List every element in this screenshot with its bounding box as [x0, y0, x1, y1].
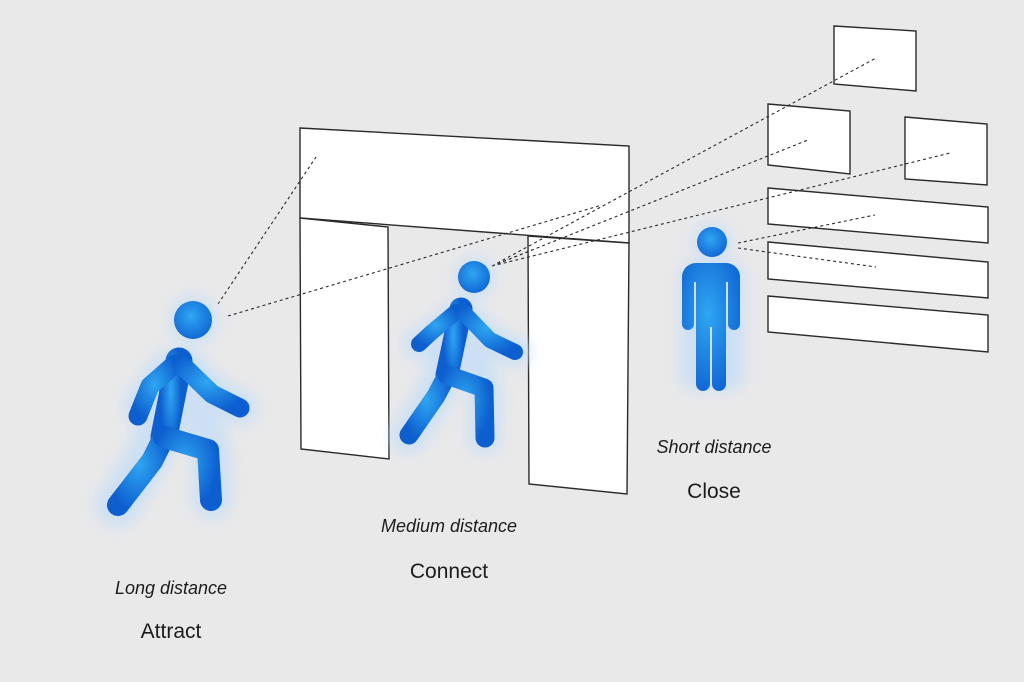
gate-right-column [527, 235, 630, 495]
short-distance-panel-1 [767, 187, 989, 244]
walking-person-icon [391, 257, 530, 454]
short-distance-panel-2 [767, 241, 989, 299]
gate-left-column [299, 217, 390, 460]
short-distance-sign-left [767, 103, 851, 175]
short-distance-panel-3 [767, 295, 989, 353]
walking-person-icon [96, 296, 257, 527]
short-distance-sign-top [833, 25, 917, 92]
sight-lines [217, 57, 951, 317]
close-label: Close [687, 480, 741, 503]
short-distance-label: Short distance [656, 437, 772, 457]
attract-label: Attract [140, 620, 202, 643]
short-distance-sign-right [904, 116, 988, 186]
standing-person-icon [680, 223, 744, 391]
medium-distance-label: Medium distance [380, 516, 518, 536]
long-distance-label: Long distance [114, 578, 228, 598]
connect-label: Connect [409, 560, 489, 583]
